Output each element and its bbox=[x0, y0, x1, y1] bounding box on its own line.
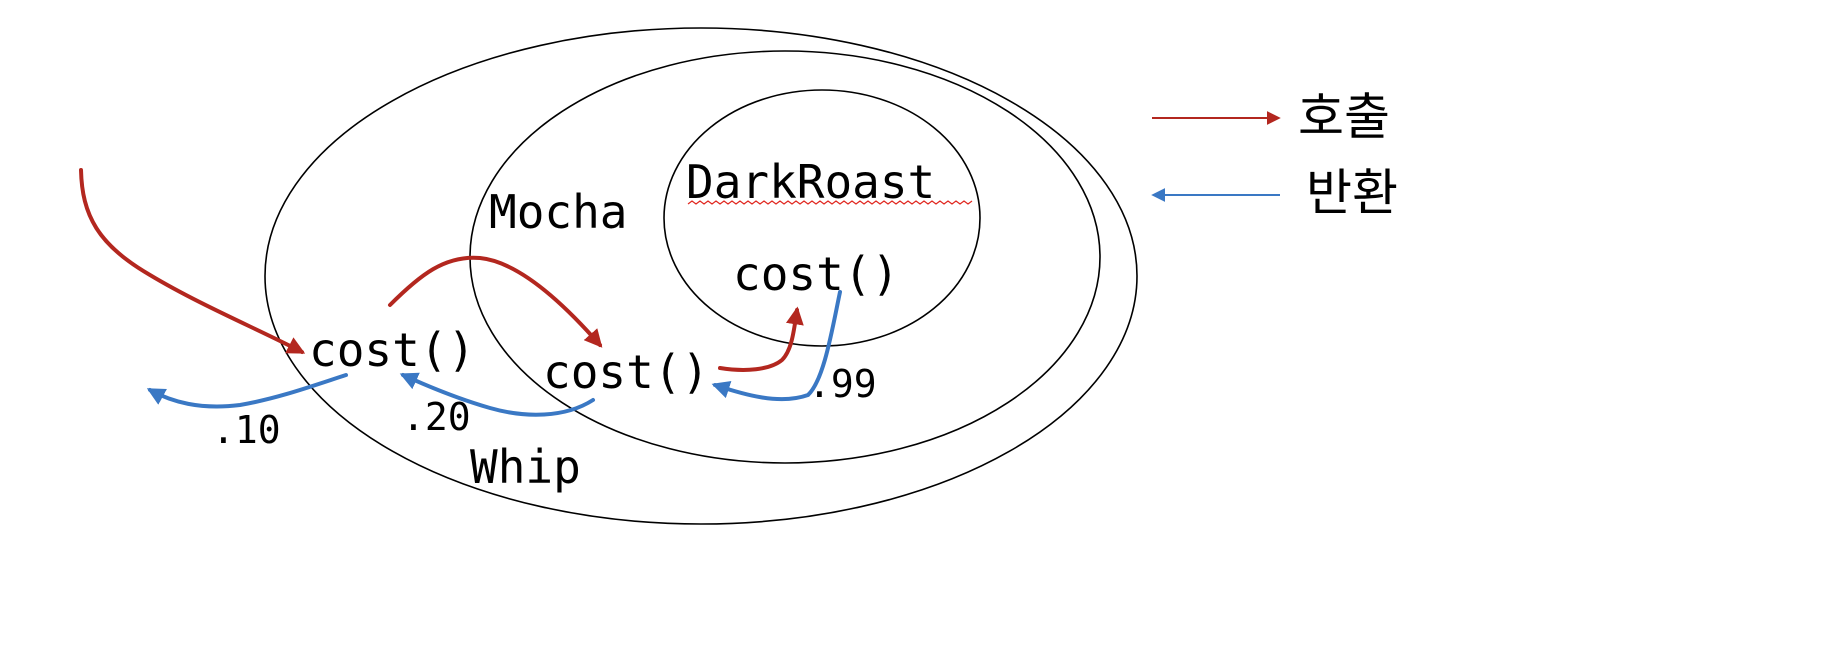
legend-call-label: 호출 bbox=[1298, 88, 1390, 146]
mocha-cost-method: cost() bbox=[543, 345, 709, 399]
darkroast-label: DarkRoast bbox=[686, 155, 935, 209]
call-arrow-whip-to-mocha bbox=[388, 255, 603, 348]
legend-return-label: 반환 bbox=[1306, 164, 1398, 222]
whip-cost-method: cost() bbox=[309, 323, 475, 377]
whip-label: Whip bbox=[470, 440, 581, 494]
call-arrow-into-whip bbox=[79, 168, 306, 354]
return-arrow-whip-out bbox=[146, 373, 348, 409]
whip-ellipse bbox=[264, 27, 1138, 525]
darkroast-ellipse bbox=[663, 89, 981, 347]
spellcheck-underline bbox=[687, 200, 973, 205]
darkroast-return-value: .99 bbox=[808, 362, 877, 406]
whip-return-value: .10 bbox=[212, 408, 281, 452]
call-arrow-mocha-to-darkroast bbox=[718, 306, 804, 372]
return-arrow-mocha-to-whip bbox=[399, 372, 595, 417]
mocha-label: Mocha bbox=[489, 185, 627, 239]
mocha-return-value: .20 bbox=[402, 395, 471, 439]
return-arrow-darkroast-to-mocha bbox=[711, 290, 842, 402]
darkroast-cost-method: cost() bbox=[733, 247, 899, 301]
